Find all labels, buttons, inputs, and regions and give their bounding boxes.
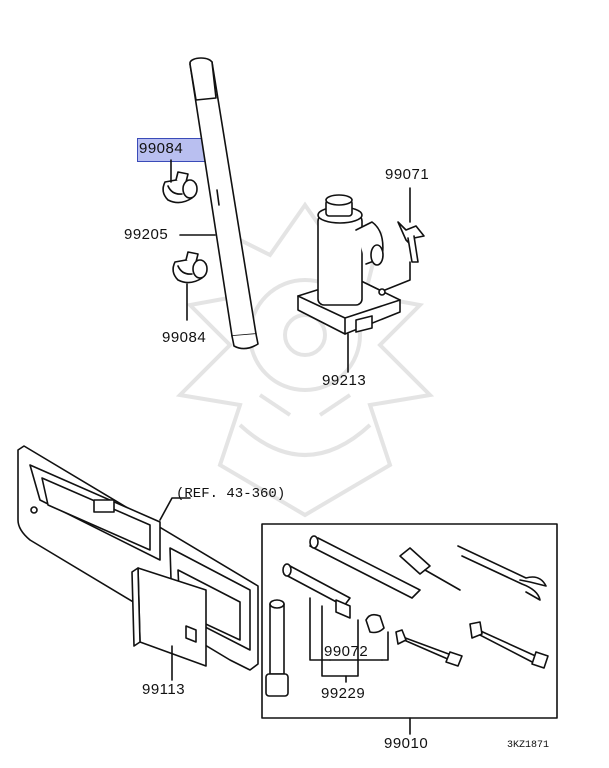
- part-label-adapter[interactable]: 99072: [324, 643, 369, 660]
- part-label-tool-kit[interactable]: 99010: [384, 735, 429, 752]
- part-label-rod-clip-top[interactable]: 99084: [139, 140, 184, 157]
- part-label-jack[interactable]: 99213: [322, 372, 367, 389]
- rod-clip-bottom[interactable]: [172, 251, 208, 284]
- open-wrench-small[interactable]: [395, 629, 463, 667]
- open-wrench-large[interactable]: [469, 621, 549, 669]
- rod-clip-top[interactable]: [162, 171, 198, 204]
- adapter-right[interactable]: [365, 613, 385, 634]
- screwdriver[interactable]: [399, 547, 461, 591]
- socket-wrench[interactable]: [265, 599, 289, 697]
- storage-cover[interactable]: [131, 567, 207, 667]
- box-wrench-tube[interactable]: [282, 563, 351, 607]
- part-label-rod-clip-bottom[interactable]: 99084: [162, 329, 207, 346]
- adapter-left[interactable]: [335, 599, 351, 619]
- part-label-cover[interactable]: 99113: [142, 681, 186, 698]
- reference-label[interactable]: (REF. 43-360): [176, 486, 286, 502]
- jack-handle-rod[interactable]: [189, 57, 259, 350]
- bottle-jack[interactable]: [297, 194, 401, 335]
- diagram-code: 3KZ1871: [507, 740, 550, 751]
- part-label-wing-bolt[interactable]: 99071: [385, 166, 430, 183]
- part-label-rod[interactable]: 99205: [124, 226, 169, 243]
- plug-wrench-bar[interactable]: [309, 535, 421, 599]
- part-label-extension[interactable]: 99229: [321, 685, 366, 702]
- pliers[interactable]: [457, 545, 547, 601]
- wing-bolt[interactable]: [397, 221, 425, 263]
